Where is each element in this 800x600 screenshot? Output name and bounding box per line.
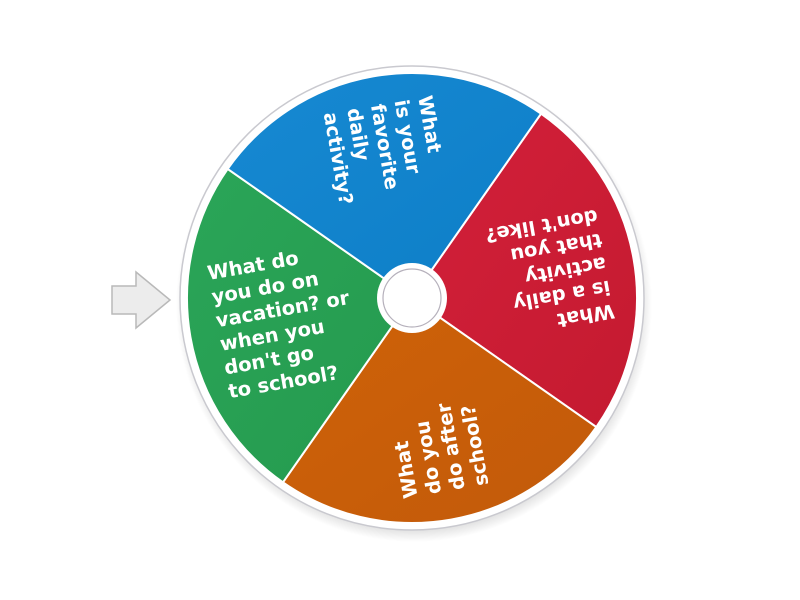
wheel-segment-red[interactable] — [410, 112, 638, 429]
wheel-segment-orange[interactable] — [281, 296, 598, 524]
wheel-hub-center[interactable] — [382, 268, 442, 328]
wheel-segment-green[interactable] — [186, 167, 414, 484]
wheel-segments — [186, 72, 638, 524]
segment-label-red: Whatis a dailyactivitythat youdon't like… — [484, 205, 617, 342]
pointer-arrow-icon — [111, 270, 172, 330]
wheel-segment-blue[interactable] — [226, 72, 543, 300]
